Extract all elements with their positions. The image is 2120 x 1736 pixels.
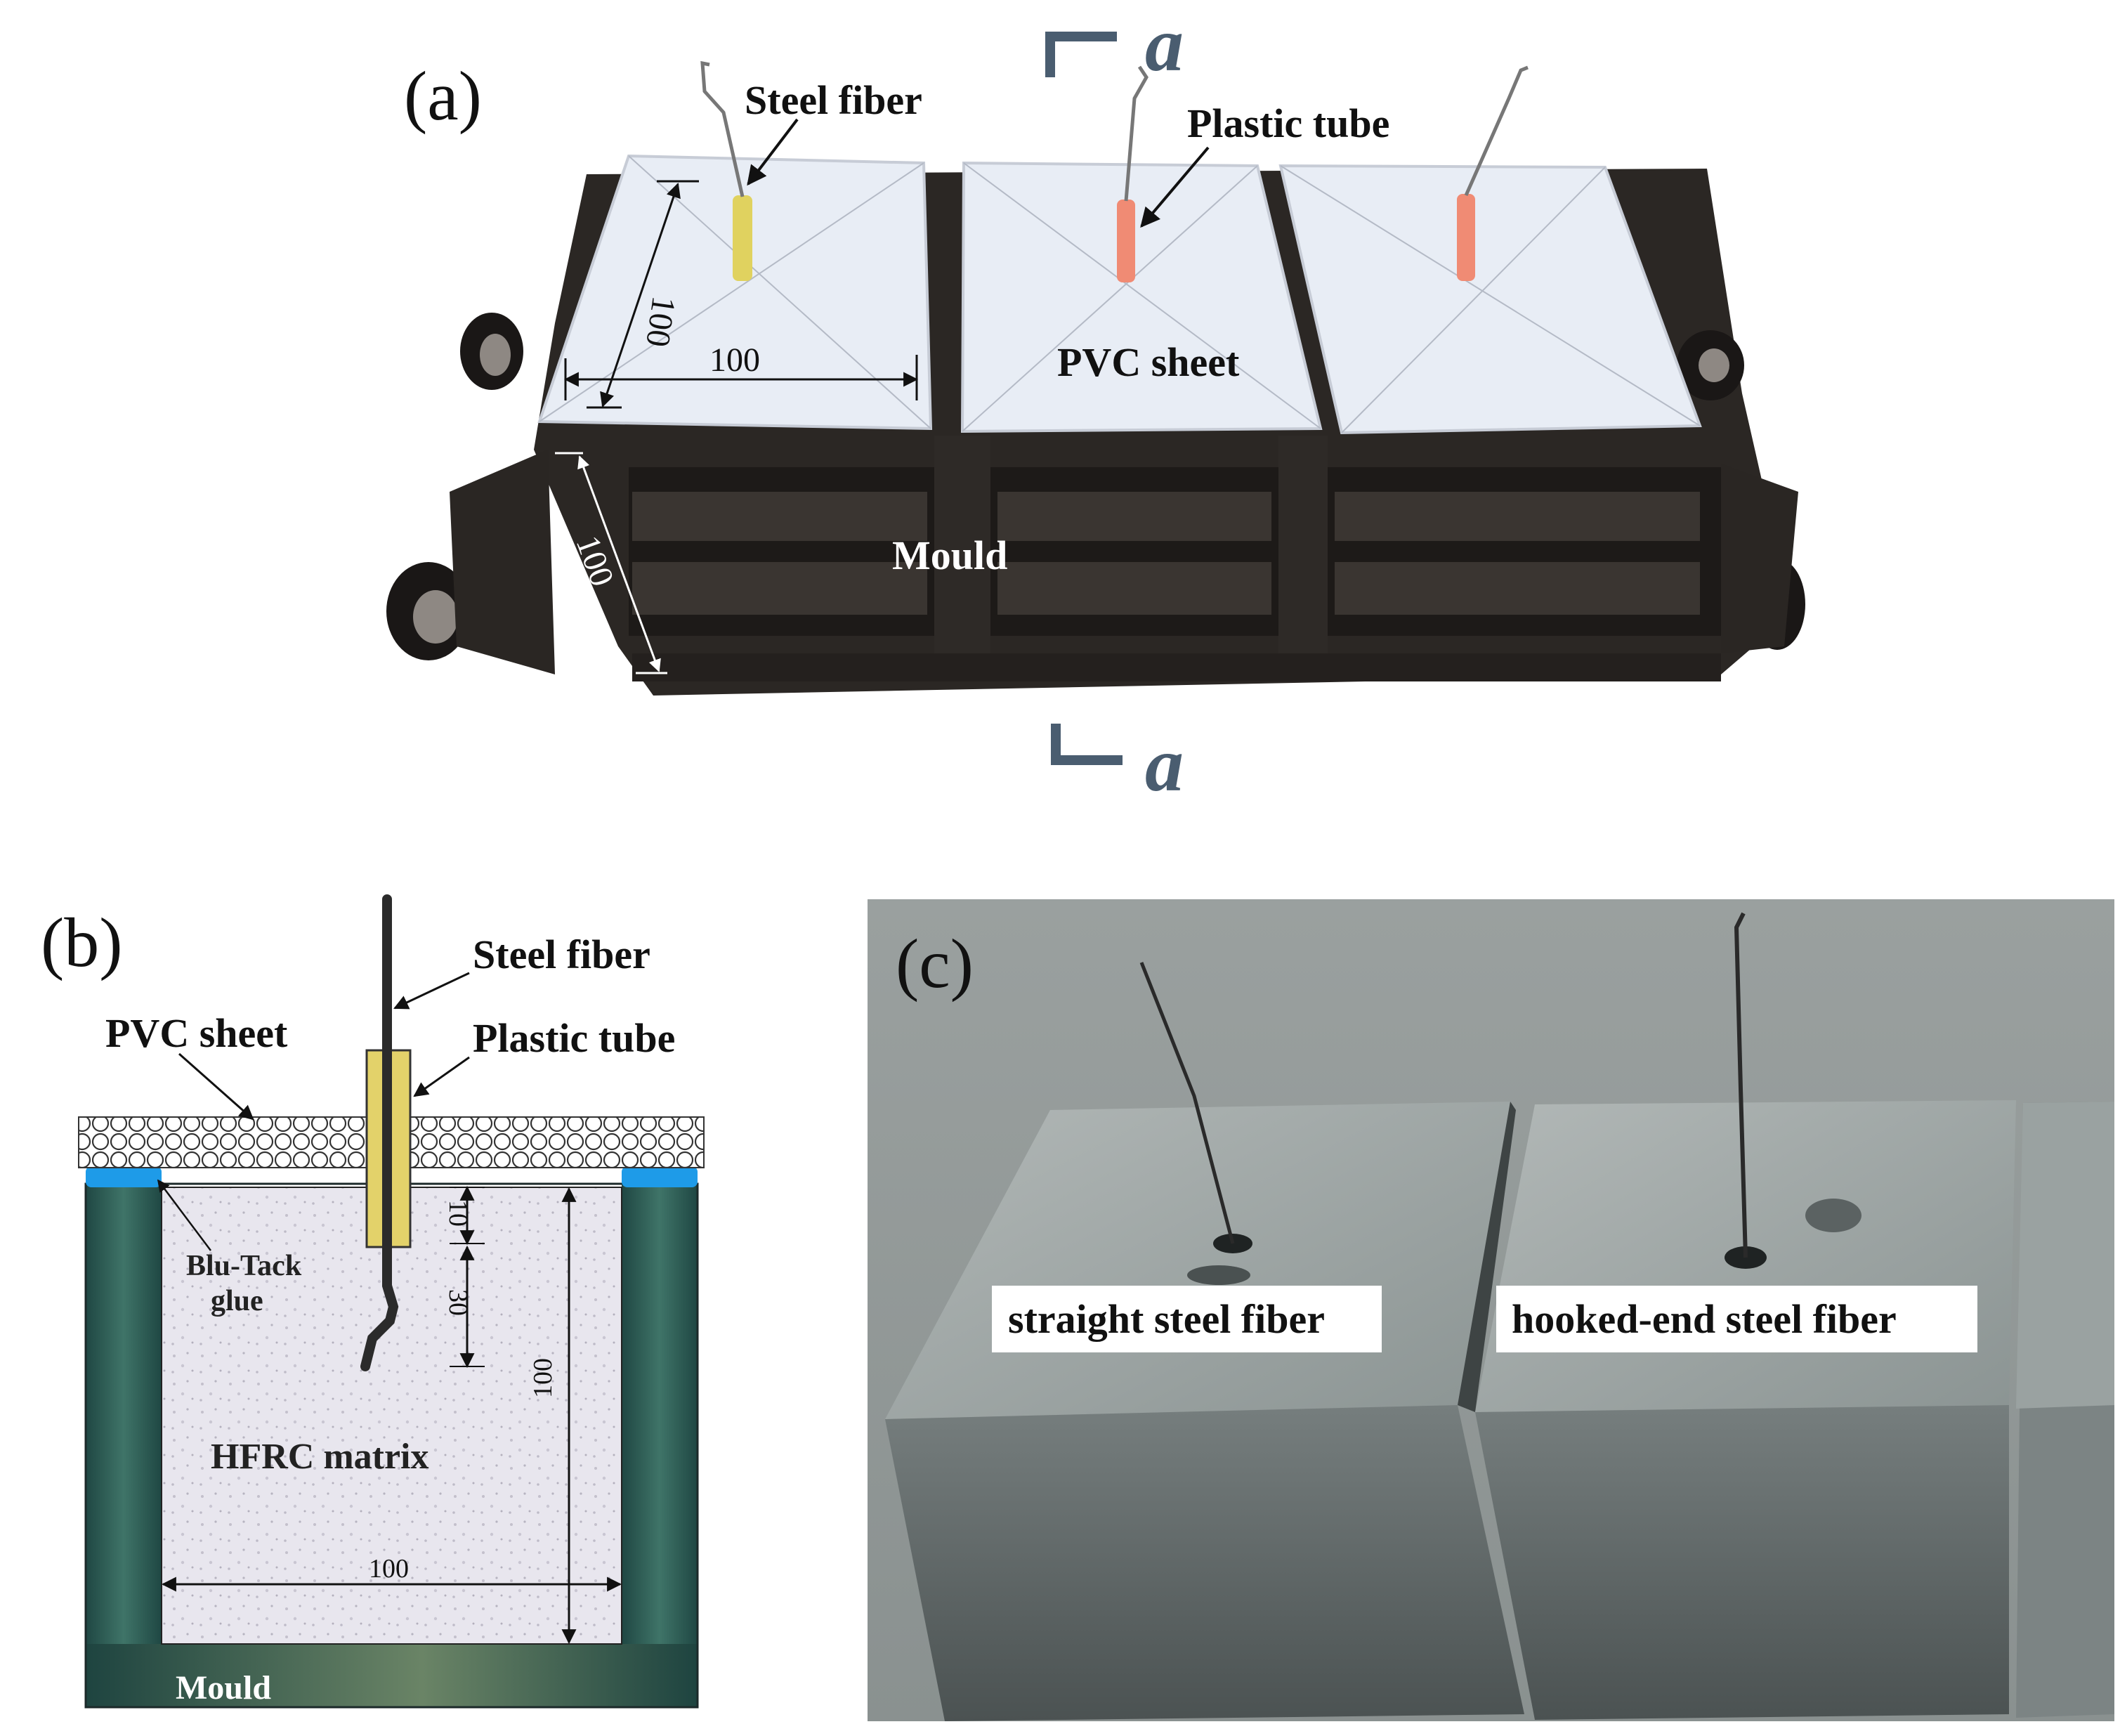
label-mould-b: Mould (176, 1669, 271, 1706)
label-steel-fiber-b: Steel fiber (473, 932, 650, 977)
label-pvc-sheet-b: PVC sheet (105, 1010, 288, 1056)
blu-tack-left (86, 1166, 162, 1187)
dimension-tube-embed: 10 30 (443, 1185, 485, 1369)
label-steel-fiber-a: Steel fiber (745, 77, 922, 123)
label-straight-fiber: straight steel fiber (1008, 1296, 1325, 1342)
steel-fibers (700, 60, 1529, 202)
section-label-top: a (1145, 1, 1184, 87)
section-label-bottom: a (1145, 722, 1184, 807)
panel-c-tag: (c) (896, 925, 974, 1003)
label-box-hooked (1496, 1286, 1977, 1352)
plastic-tube-pink (1457, 194, 1475, 281)
panel-b-tag: (b) (41, 903, 123, 981)
label-hooked-fiber: hooked-end steel fiber (1512, 1296, 1897, 1342)
pvc-sheet-2 (960, 161, 1323, 433)
dim-top-width-label: 100 (709, 341, 760, 379)
steel-fiber-hooked (1734, 912, 1748, 1258)
section-marker-top: a (1045, 1, 1184, 87)
dim-top-depth-label: 100 (639, 294, 683, 349)
dim-matrix-width-label: 100 (369, 1554, 409, 1584)
section-marker-bottom: a (1051, 722, 1184, 807)
plastic-tubes (733, 194, 1475, 282)
plastic-tube-pink (1117, 200, 1135, 282)
label-box-straight (992, 1286, 1382, 1352)
label-mould-a: Mould (892, 533, 1007, 578)
mould-wall-right (622, 1184, 698, 1707)
label-blu-tack-1: Blu-Tack (186, 1250, 302, 1282)
dimension-matrix-height: 100 (528, 1187, 577, 1645)
dimension-top-depth: 100 (587, 180, 699, 409)
label-plastic-tube-b: Plastic tube (473, 1015, 675, 1061)
label-pvc-sheet-a: PVC sheet (1057, 339, 1240, 385)
dim-embed-label: 30 (443, 1289, 473, 1316)
panel-c: straight steel fiber hooked-end steel fi… (868, 899, 2114, 1721)
panel-a: (a) (386, 1, 1805, 807)
label-blu-tack-2: glue (211, 1285, 263, 1317)
panel-a-tag: (a) (404, 57, 482, 135)
plastic-tube-yellow (733, 195, 752, 281)
dim-matrix-height-label: 100 (528, 1358, 558, 1398)
label-hfrc-matrix: HFRC matrix (211, 1437, 428, 1477)
dim-tube-label: 10 (443, 1200, 473, 1227)
steel-fiber-section (360, 894, 399, 1371)
mould-wall-left (86, 1184, 162, 1707)
steel-fiber-straight (1139, 962, 1235, 1244)
blu-tack-right (622, 1166, 698, 1187)
label-plastic-tube-a: Plastic tube (1187, 100, 1389, 146)
pvc-sheets (537, 154, 1702, 435)
panel-b: (b) 10 30 100 (41, 894, 705, 1709)
dimension-matrix-width: 100 (161, 1554, 622, 1592)
mould-base (86, 1644, 698, 1707)
